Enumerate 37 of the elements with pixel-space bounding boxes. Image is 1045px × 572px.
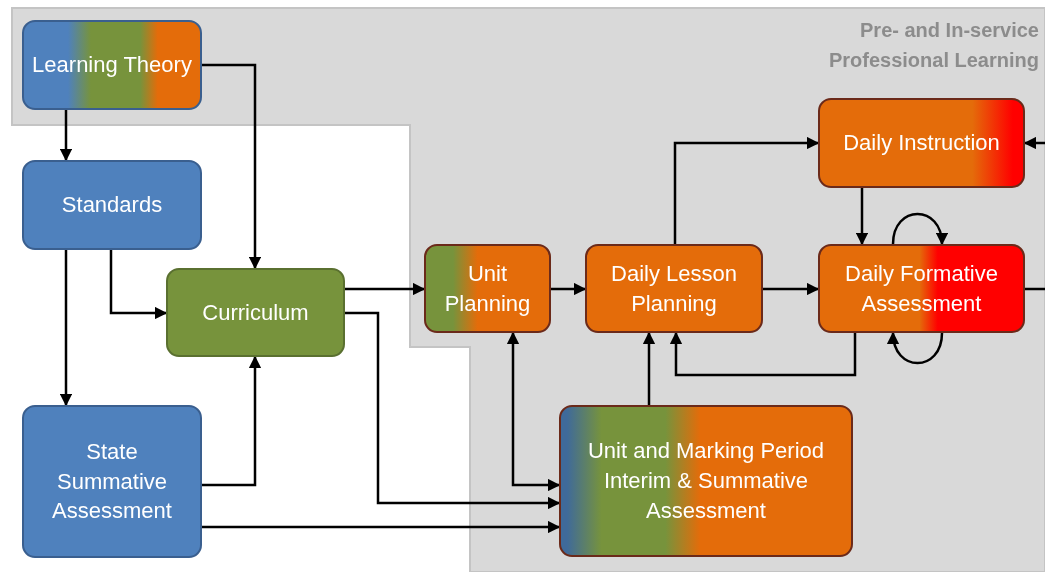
box-label: Curriculum: [201, 298, 310, 327]
process-box: [166, 268, 345, 357]
process-box: [585, 244, 763, 333]
arrow: [506, 331, 561, 492]
arrow: [673, 136, 820, 244]
box-label: Learning Theory: [31, 51, 193, 80]
arrow: [551, 282, 587, 296]
arrow: [642, 331, 656, 405]
process-box: [22, 20, 202, 110]
arrow: [345, 311, 561, 510]
box-label: Unit Planning: [443, 259, 532, 318]
process-box: [424, 244, 551, 333]
box-label: State Summative Assessment: [51, 437, 173, 526]
arrow: [202, 63, 262, 270]
arrow: [1023, 136, 1045, 150]
arrow: [202, 520, 561, 534]
arrow: [763, 282, 820, 296]
box-label: Unit and Marking Period Interim & Summative Assessment: [587, 437, 825, 525]
arrow: [669, 331, 857, 377]
process-box: [818, 244, 1025, 333]
box-label: Daily Instruction: [842, 129, 1001, 158]
arrow: [345, 282, 426, 296]
box-label: Daily Formative Assessment: [844, 259, 999, 318]
process-box: [22, 160, 202, 250]
process-box: [559, 405, 853, 557]
box-label: Daily Lesson Planning: [610, 259, 738, 318]
arrow: [59, 110, 73, 162]
process-box: [818, 98, 1025, 188]
arrow: [59, 250, 73, 407]
arrow: [855, 188, 869, 246]
region-title: Pre- and In-service Professional Learning: [827, 18, 1039, 73]
box-label: Standards: [60, 191, 164, 220]
arrow: [891, 212, 948, 246]
process-box: [22, 405, 202, 558]
arrow: [887, 331, 944, 365]
arrow: [109, 250, 168, 320]
arrow: [202, 355, 262, 487]
